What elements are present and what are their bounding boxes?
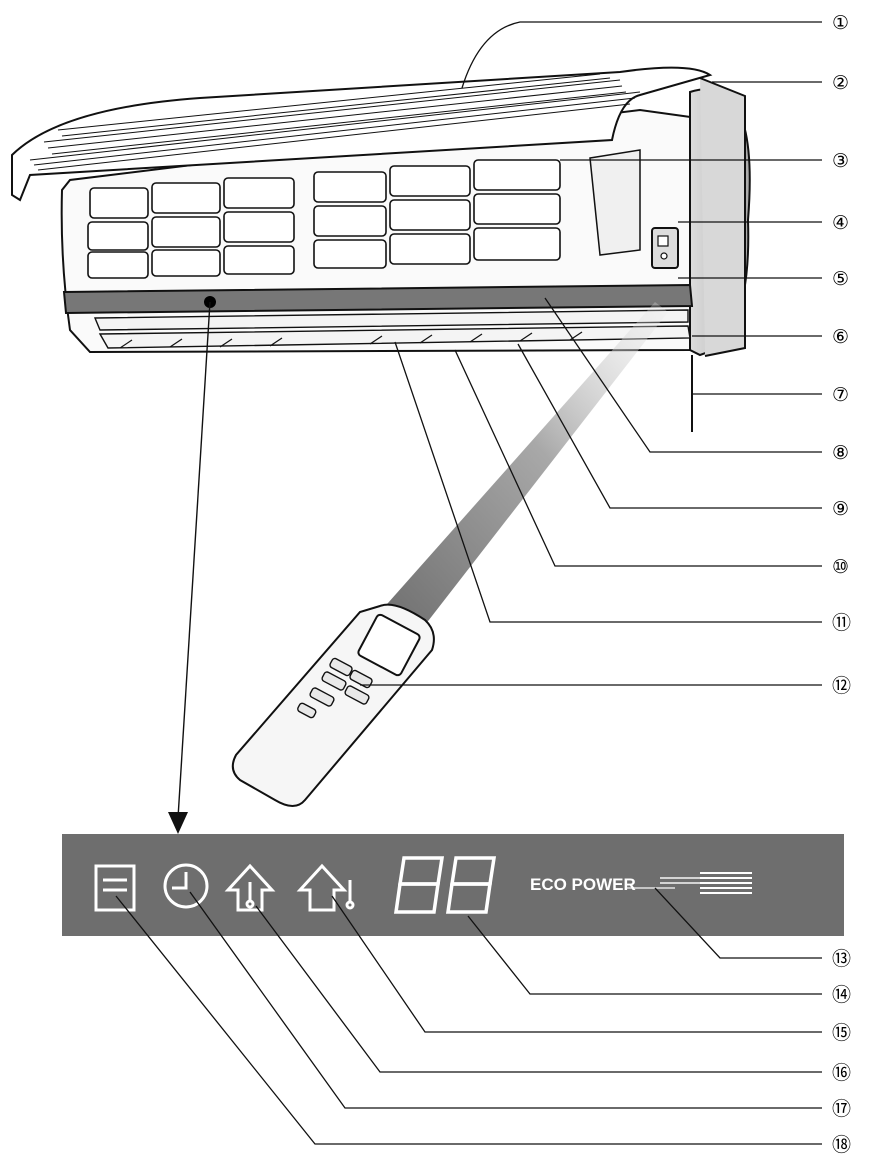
callout-12: ⑫ (832, 675, 851, 697)
leader-lines (115, 21, 822, 1145)
front-panel (11, 66, 713, 202)
callout-15: ⑮ (832, 1022, 851, 1044)
callout-numbers: ① ② ③ ④ ⑤ ⑥ ⑦ ⑧ ⑨ ⑩ ⑪ ⑫ ⑬ ⑭ ⑮ ⑯ ⑰ ⑱ (832, 12, 851, 1156)
eco-power-bar-indicator (625, 872, 752, 894)
callout-9: ⑨ (832, 498, 849, 520)
house-heat-icon (224, 863, 276, 912)
callout-7: ⑦ (832, 384, 849, 406)
callout-5: ⑤ (832, 268, 849, 290)
signal-beam (380, 302, 668, 625)
clock-timer-icon (163, 863, 209, 909)
callout-14: ⑭ (832, 984, 851, 1006)
filter-icon (94, 864, 136, 912)
callout-3: ③ (832, 150, 849, 172)
callout-11: ⑪ (832, 612, 851, 634)
callout-17: ⑰ (832, 1098, 851, 1120)
callout-4: ④ (832, 212, 849, 234)
callout-18: ⑱ (832, 1134, 851, 1156)
emergency-button (651, 227, 679, 269)
display-strip (62, 283, 694, 315)
indoor-unit (60, 77, 751, 357)
pointer-line (177, 301, 211, 819)
callout-10: ⑩ (832, 556, 849, 578)
callout-16: ⑯ (832, 1062, 851, 1084)
callout-8: ⑧ (832, 442, 849, 464)
display-panel: ECO POWER (62, 834, 844, 936)
air-filter-right (313, 159, 561, 269)
callout-2: ② (832, 72, 849, 94)
air-filter-left (87, 177, 295, 279)
callout-6: ⑥ (832, 326, 849, 348)
remote-control (231, 603, 435, 807)
seven-segment-digits (393, 856, 497, 914)
callout-13: ⑬ (832, 948, 851, 970)
pointer-arrowhead (168, 812, 188, 834)
callout-1: ① (832, 12, 849, 34)
eco-power-label: ECO POWER (530, 875, 636, 894)
